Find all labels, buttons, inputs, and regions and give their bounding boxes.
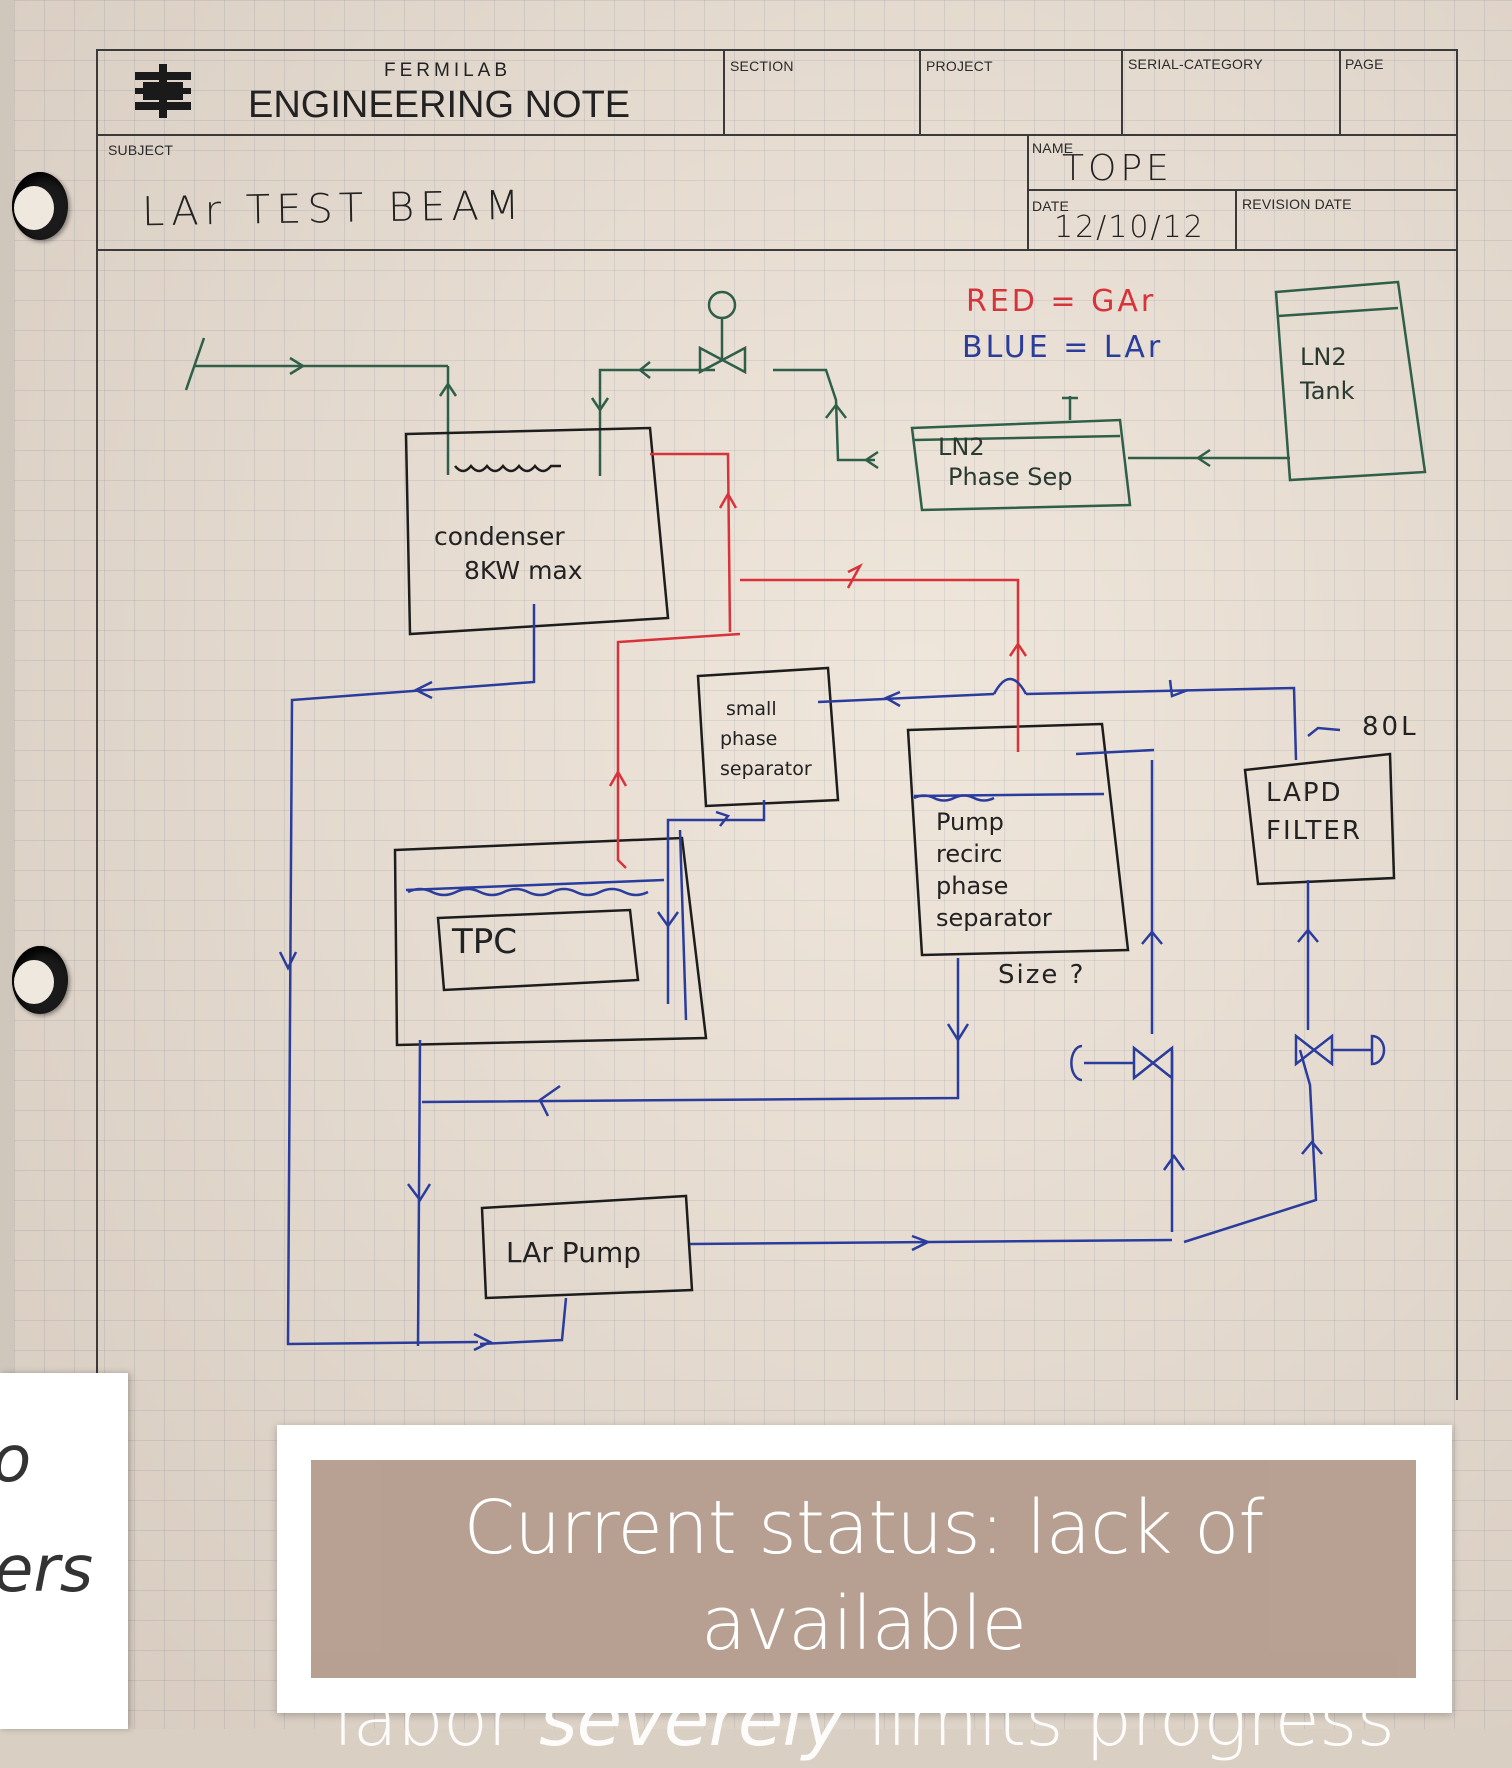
status-emphasis: severely [539, 1677, 845, 1763]
subject-value: LAr TEST BEAM [142, 183, 526, 236]
condenser-label: condenser 8KW max [434, 520, 583, 588]
lapd-filter-label: LAPD FILTER [1266, 774, 1362, 850]
condenser-label-line: 8KW max [464, 554, 583, 588]
slide: FERMILAB ENGINEERING NOTE SECTION PROJEC… [0, 0, 1512, 1729]
pump-recirc-label-line: recirc [936, 838, 1052, 870]
subject-label: SUBJECT [108, 142, 173, 158]
legend-blue: BLUE = LAr [962, 330, 1163, 365]
pump-recirc-label-line: Pump [936, 806, 1052, 838]
tpc-label: TPC [452, 922, 517, 962]
small-phase-separator-label-line: small [726, 694, 812, 724]
ln2-phase-sep-label-line: LN2 [938, 432, 1073, 462]
status-line-2-end: limits progress [845, 1677, 1394, 1763]
pump-recirc-label: Pump recirc phase separator [936, 806, 1052, 934]
lapd-filter-label-line: FILTER [1266, 812, 1362, 850]
form-title: ENGINEERING NOTE [248, 84, 630, 127]
page-label: PAGE [1345, 56, 1384, 72]
cropped-text-fragment: ers [0, 1533, 93, 1607]
small-phase-separator-label-line: separator [720, 754, 812, 784]
ln2-phase-sep-label-line: Phase Sep [948, 462, 1073, 492]
tpc-cryostat [395, 838, 706, 1045]
pump-recirc-label-line: separator [936, 902, 1052, 934]
ln2-tank-label-line: Tank [1300, 374, 1355, 408]
condenser-label-line: condenser [434, 520, 583, 554]
pump-recirc-label-line: phase [936, 870, 1052, 902]
cropped-text-fragment: o [0, 1423, 31, 1497]
date-value: 12/10/12 [1054, 210, 1205, 245]
size-question: Size ? [998, 960, 1085, 990]
ln2-tank-label-line: LN2 [1300, 340, 1355, 374]
lar-pump-label: LAr Pump [506, 1236, 641, 1269]
small-phase-separator-label-line: phase [720, 724, 812, 754]
name-value: TOPE [1062, 148, 1173, 189]
lapd-filter-label-line: LAPD [1266, 774, 1362, 812]
volume-label: 80L [1362, 712, 1419, 742]
project-label: PROJECT [926, 58, 993, 74]
status-text: Current status: lack of available labor … [311, 1480, 1416, 1768]
gas-vent-valve [700, 292, 745, 372]
revision-date-label: REVISION DATE [1242, 196, 1352, 212]
status-line-2-start: labor [333, 1677, 539, 1763]
status-callout-background: Current status: lack of available labor … [311, 1460, 1416, 1678]
legend-red: RED = GAr [966, 284, 1156, 319]
small-phase-separator-label: small phase separator [720, 694, 812, 784]
status-callout: Current status: lack of available labor … [277, 1425, 1452, 1713]
ln2-phase-sep-label: LN2 Phase Sep [938, 432, 1073, 492]
serial-category-label: SERIAL-CATEGORY [1128, 56, 1263, 72]
section-label: SECTION [730, 58, 794, 74]
fermilab-logo [135, 64, 191, 118]
form-org: FERMILAB [384, 60, 511, 82]
status-line-2: labor severely limits progress [311, 1672, 1416, 1768]
ln2-tank-label: LN2 Tank [1300, 340, 1355, 408]
status-line-1: Current status: lack of available [311, 1480, 1416, 1672]
cropped-text-panel: o ers [0, 1373, 128, 1729]
